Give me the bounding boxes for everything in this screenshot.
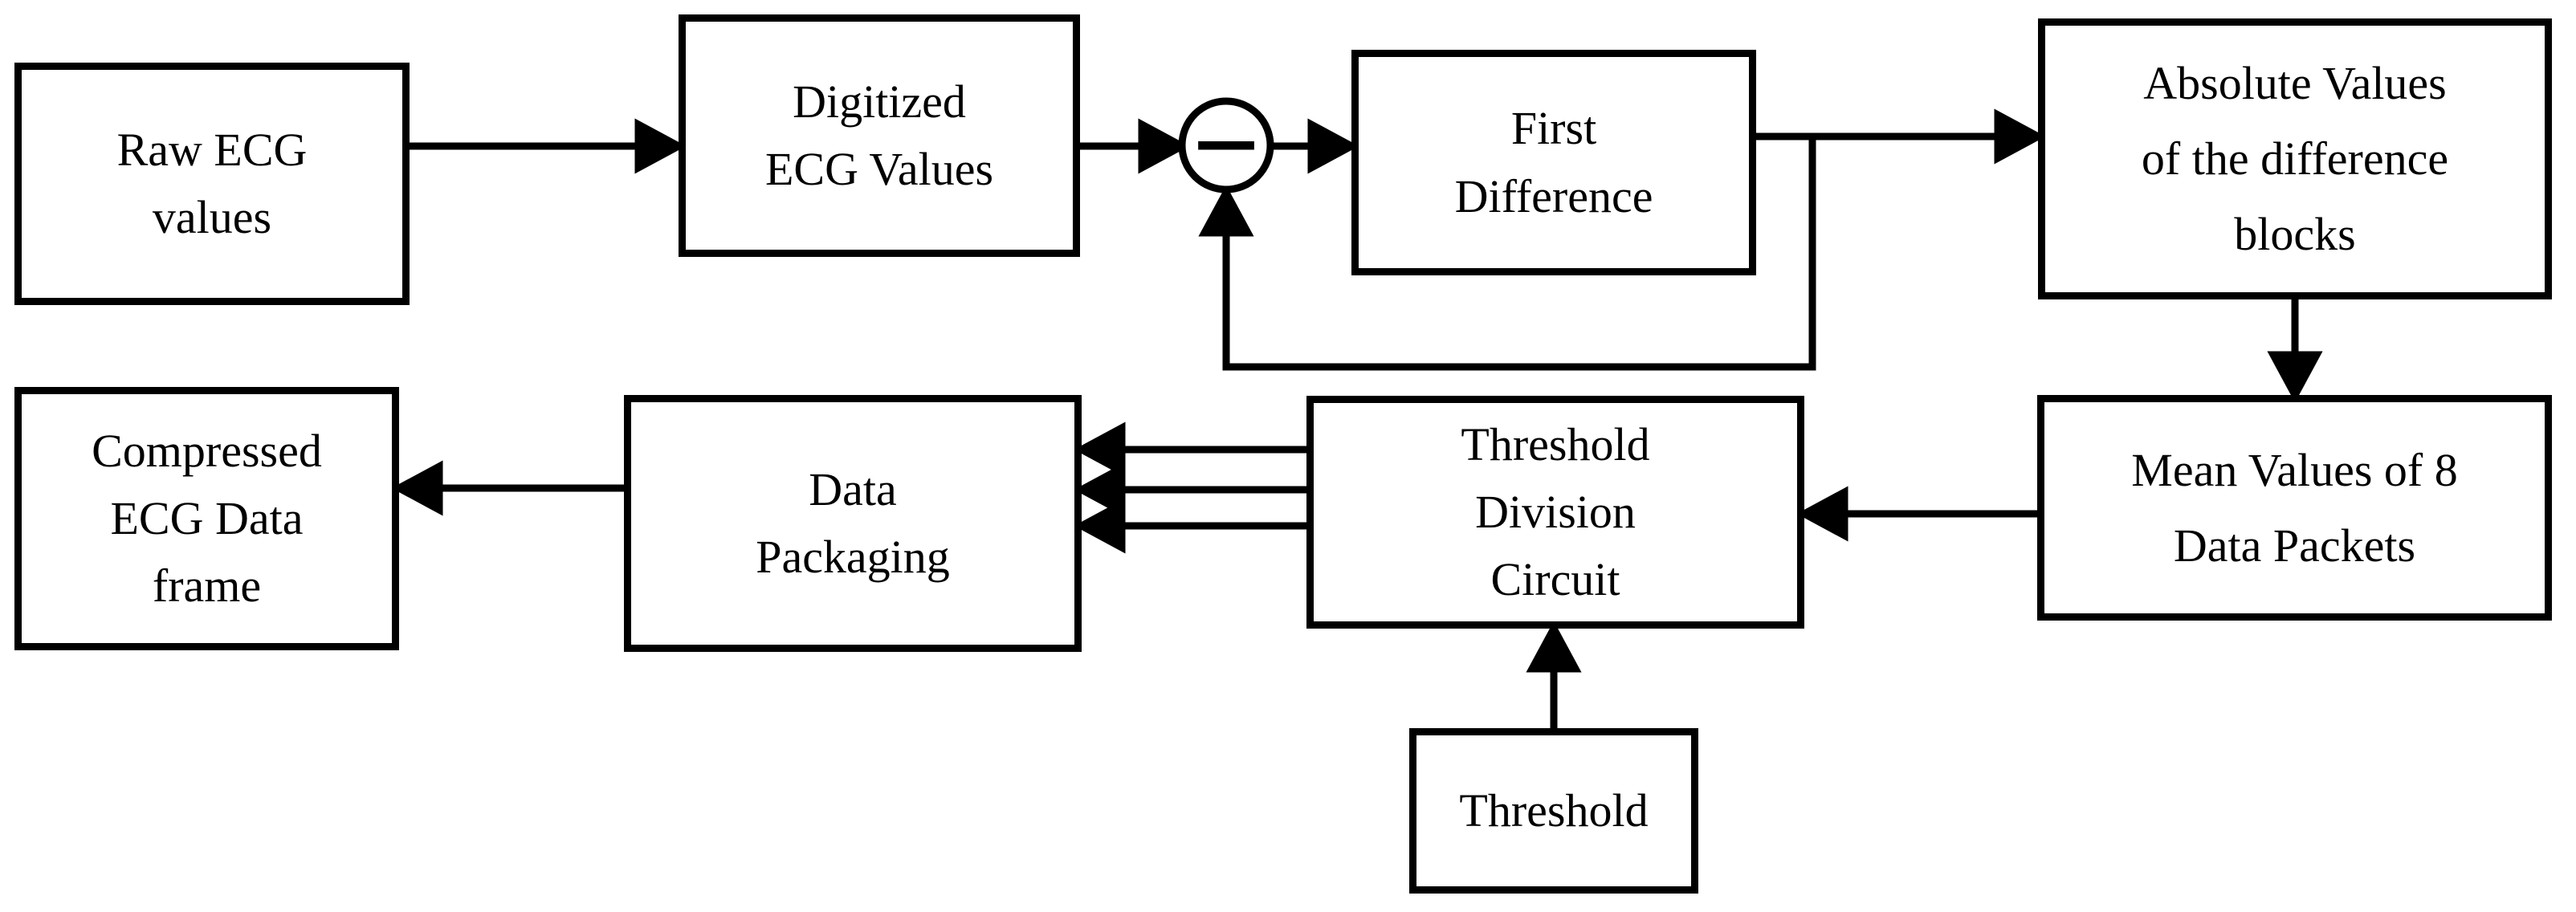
node-compressed-ecg-data-frame: Compressed ECG Data frame — [14, 387, 399, 650]
node-label-line: Data Packets — [2173, 519, 2416, 572]
node-label-line: values — [152, 191, 272, 243]
subtraction-node-circle — [1178, 97, 1274, 193]
node-label-line: First — [1510, 102, 1597, 155]
edge-packaging-to-compressed — [391, 460, 624, 516]
node-raw-ecg-values: Raw ECG values — [14, 63, 410, 305]
arrowhead-left-icon — [391, 460, 443, 516]
node-digitized-ecg-values: Digitized ECG Values — [679, 14, 1080, 257]
node-mean-values: Mean Values of 8 Data Packets — [2037, 395, 2552, 621]
edge-feedback-loop — [1198, 136, 1816, 371]
node-label-line: frame — [152, 560, 262, 613]
node-label-line: Circuit — [1490, 553, 1620, 606]
arrowhead-up-icon — [1526, 621, 1582, 673]
node-label-line: Threshold — [1459, 784, 1649, 837]
node-data-packaging: Data Packaging — [624, 395, 1082, 652]
edge-digitized-to-subtractor — [1080, 118, 1190, 174]
arrowhead-left-icon — [1074, 421, 1126, 478]
node-label-line: blocks — [2234, 207, 2356, 260]
minus-icon: − — [1170, 85, 1282, 206]
arrowhead-right-icon — [634, 118, 687, 174]
edge-raw-to-digitized — [410, 118, 687, 174]
arrowhead-down-icon — [2267, 351, 2323, 403]
node-first-difference: First Difference — [1351, 50, 1756, 275]
node-label-line: of the difference — [2141, 132, 2449, 185]
node-threshold-division-circuit: Threshold Division Circuit — [1306, 396, 1804, 629]
node-label-line: ECG Data — [110, 491, 304, 544]
edge-mean-to-thresholddivision — [1796, 486, 2037, 542]
node-label-line: Mean Values of 8 — [2131, 443, 2458, 496]
arrowhead-right-icon — [1994, 108, 2046, 165]
edge-firstdiff-to-absolute — [1756, 108, 2046, 165]
node-label-line: ECG Values — [764, 143, 994, 195]
node-label-line: Packaging — [756, 531, 950, 583]
arrowhead-right-icon — [1138, 118, 1190, 174]
arrowhead-left-icon — [1074, 462, 1126, 518]
edge-thresholddivision-to-packaging-3 — [1074, 498, 1306, 554]
edge-thresholddivision-to-packaging-2 — [1074, 462, 1306, 518]
node-absolute-values: Absolute Values of the difference blocks — [2038, 18, 2552, 299]
node-label-line: Threshold — [1461, 417, 1650, 470]
node-label-line: Division — [1475, 485, 1636, 538]
edge-absolute-to-mean — [2267, 299, 2323, 403]
node-label-line: Difference — [1454, 169, 1653, 222]
edge-thresholddivision-to-packaging-1 — [1074, 421, 1306, 478]
node-label-line: Data — [809, 462, 897, 515]
arrowhead-left-icon — [1074, 498, 1126, 554]
arrowhead-left-icon — [1796, 486, 1848, 542]
edge-threshold-to-thresholddivision — [1526, 621, 1582, 728]
node-label-line: Digitized — [793, 75, 966, 128]
arrowhead-right-icon — [1307, 118, 1359, 174]
edge-subtractor-to-firstdiff — [1270, 118, 1359, 174]
node-label-line: Compressed — [92, 424, 322, 477]
arrowhead-up-icon — [1198, 185, 1254, 237]
node-label-line: Raw ECG — [116, 123, 308, 176]
node-threshold: Threshold — [1409, 728, 1698, 894]
subtraction-symbol: − — [1192, 79, 1261, 212]
node-label-line: Absolute Values — [2143, 57, 2447, 110]
